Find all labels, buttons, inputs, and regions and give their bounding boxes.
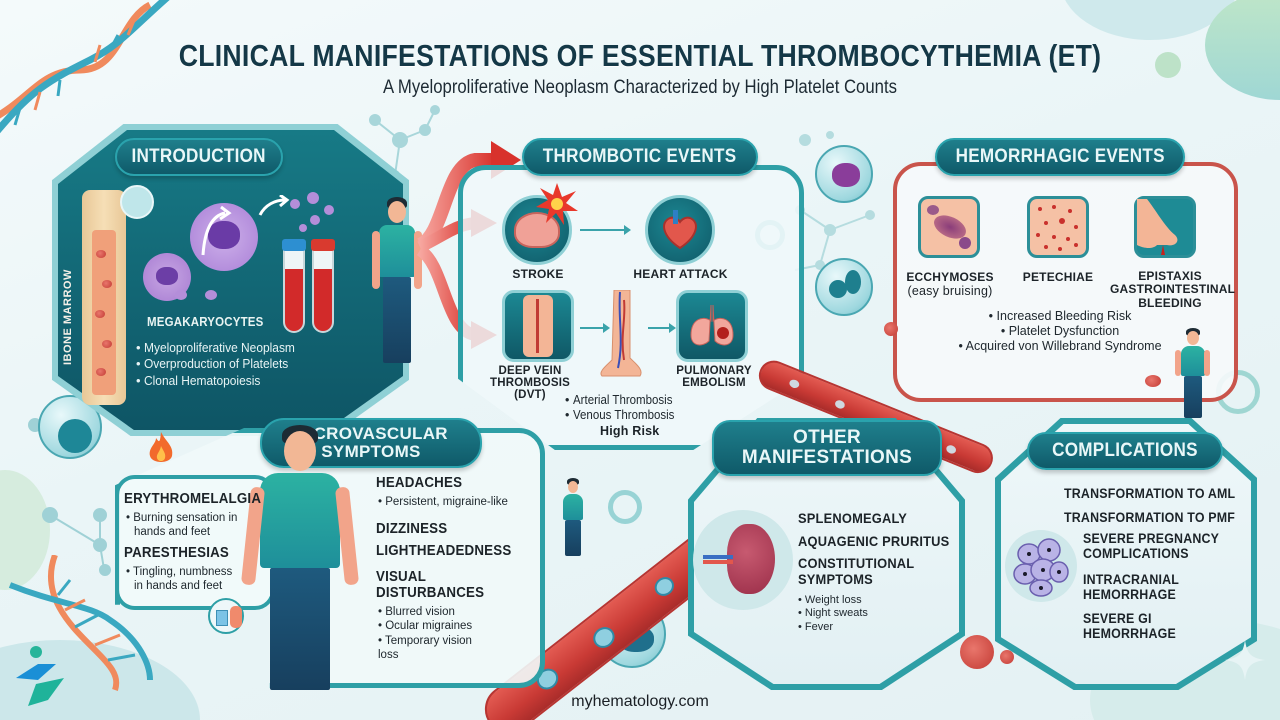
paresthesias-heading: PARESTHESIAS	[124, 545, 229, 561]
bone-marrow-label: IBONE MARROW	[62, 269, 74, 365]
bone-marrow-icon	[82, 190, 126, 405]
water-hand-icon	[208, 598, 244, 634]
dna-helix-icon	[8, 555, 153, 691]
platelet-icon	[205, 290, 217, 300]
pulmonary-embolism-label: PULMONARY EMBOLISM	[676, 365, 752, 390]
background-blob	[1205, 0, 1280, 100]
bullet-item: • Clonal Hematopoiesis	[136, 372, 261, 388]
splenomegaly-heading: SPLENOMEGALY	[798, 510, 908, 526]
flow-arrows-icon	[201, 195, 290, 256]
headaches-heading: HEADACHES	[376, 475, 463, 491]
bullet-item: • Overproduction of Platelets	[136, 356, 289, 372]
person-figure	[240, 425, 360, 690]
complication-item: SEVERE PREGNANCY COMPLICATIONS	[1083, 531, 1220, 561]
bullet-item: • Weight loss	[798, 594, 862, 606]
arrow-head-icon	[669, 323, 676, 333]
red-blood-cell-icon	[960, 635, 994, 669]
page-subtitle: A Myeloproliferative Neoplasm Characteri…	[383, 77, 897, 98]
bullet-item: • Myeloproliferative Neoplasm	[136, 340, 296, 355]
molecule-network-icon	[369, 105, 440, 180]
platelet-icon	[290, 192, 334, 232]
red-blood-cell-icon	[1000, 650, 1014, 664]
stroke-label: STROKE	[512, 267, 564, 281]
decor-ring	[608, 490, 642, 524]
constitutional-symptoms-heading: CONSTITUTIONAL SYMPTOMS	[798, 555, 915, 587]
complication-item: TRANSFORMATION TO AML	[1064, 486, 1236, 501]
nosebleed-icon	[1134, 196, 1196, 258]
person-headache-figure	[560, 478, 588, 558]
visual-disturbances-bullets: • Blurred vision • Ocular migraines • Te…	[378, 605, 478, 663]
thrombotic-title: THROMBOTIC EVENTS	[522, 138, 758, 176]
ecchymoses-label: ECCHYMOSES (easy bruising)	[906, 270, 994, 298]
thrombotic-bullets: • Arterial Thrombosis • Venous Thrombosi…	[565, 393, 683, 423]
aquagenic-pruritus-heading: AQUAGENIC PRURITUS	[798, 533, 950, 549]
introduction-title: INTRODUCTION	[115, 138, 283, 176]
fire-icon	[149, 432, 173, 462]
epistaxis-label: EPISTAXIS GASTROINTESTINAL BLEEDING	[1110, 269, 1236, 310]
molecule-network-icon	[28, 418, 111, 576]
dna-helix-icon	[0, 0, 170, 134]
visual-disturbances-heading: VISUAL DISTURBANCES	[376, 569, 485, 601]
high-risk-label: High Risk	[600, 424, 660, 438]
blood-tube-icon	[282, 239, 306, 333]
arrow-connector	[648, 327, 672, 329]
bullet-item: • Increased Bleeding Risk	[988, 309, 1132, 323]
erythromelalgia-bullet: • Burning sensation in hands and feet	[126, 512, 238, 538]
arrow-connector	[580, 229, 628, 231]
petechiae-label: PETECHIAE	[1022, 270, 1094, 284]
leg-veins-icon	[502, 290, 574, 362]
heart-attack-label: HEART ATTACK	[633, 267, 728, 281]
paresthesias-bullet: • Tingling, numbness in hands and feet	[126, 566, 233, 592]
lungs-icon	[676, 290, 748, 362]
dizziness-heading: DIZZINESS	[376, 521, 448, 537]
bruise-icon	[918, 196, 980, 258]
complication-item: TRANSFORMATION TO PMF	[1064, 510, 1236, 525]
background-dot	[1155, 52, 1181, 78]
introduction-bullets: • Myeloproliferative Neoplasm • Overprod…	[136, 340, 308, 389]
spleen-icon	[693, 510, 793, 610]
logo-icon	[16, 646, 64, 706]
bullet-item: • Acquired von Willebrand Syndrome	[958, 339, 1162, 353]
leg-veins-icon	[600, 290, 642, 377]
bullet-item: • Venous Thrombosis	[565, 408, 675, 422]
cell-cluster-icon	[1005, 530, 1077, 602]
sparkle-icon	[1225, 640, 1265, 680]
person-figure	[372, 197, 422, 367]
complications-title: COMPLICATIONS	[1027, 432, 1223, 470]
blood-tube-icon	[311, 239, 335, 333]
hemorrhagic-title: HEMORRHAGIC EVENTS	[935, 138, 1185, 176]
white-blood-cell-icon	[815, 145, 873, 203]
arrow-connector	[580, 327, 606, 329]
red-blood-cell-icon	[884, 322, 898, 336]
arrow-head-icon	[603, 323, 610, 333]
bullet-item: • Ocular migraines	[378, 620, 473, 633]
white-blood-cell-icon	[815, 258, 873, 316]
complication-item: INTRACRANIAL HEMORRHAGE	[1083, 572, 1180, 602]
petechiae-icon	[1027, 196, 1089, 258]
hemorrhagic-bullets: • Increased Bleeding Risk • Platelet Dys…	[930, 309, 1190, 354]
walking-person-figure	[1175, 328, 1210, 420]
bullet-item: • Arterial Thrombosis	[565, 393, 673, 407]
headaches-bullet: • Persistent, migraine-like	[378, 496, 508, 508]
bullet-item: • Fever	[798, 620, 834, 633]
burst-icon	[536, 183, 578, 225]
bullet-item: • Blurred vision	[378, 606, 455, 618]
erythromelalgia-heading: ERYTHROMELALGIA	[124, 491, 262, 507]
platelet-icon	[175, 290, 187, 300]
constitutional-bullets: • Weight loss • Night sweats • Fever	[798, 594, 868, 634]
lightheadedness-heading: LIGHTHEADEDNESS	[376, 543, 512, 559]
dvt-label: DEEP VEIN THROMBOSIS (DVT)	[490, 365, 570, 402]
footer-site: myhematology.com	[571, 693, 709, 710]
red-blood-cell-icon	[1145, 375, 1161, 387]
bullet-item: • Temporary vision loss	[378, 634, 472, 662]
page-title: CLINICAL MANIFESTATIONS OF ESSENTIAL THR…	[178, 38, 1102, 73]
bullet-item: • Platelet Dysfunction	[1000, 324, 1120, 338]
megakaryocytes-label: MEGAKARYOCYTES	[147, 315, 264, 329]
bullet-item: • Night sweats	[798, 607, 868, 620]
bone-joint-icon	[120, 185, 154, 219]
complication-item: SEVERE GI HEMORRHAGE	[1083, 611, 1176, 641]
arrow-head-icon	[624, 225, 631, 235]
heart-icon	[645, 195, 715, 265]
